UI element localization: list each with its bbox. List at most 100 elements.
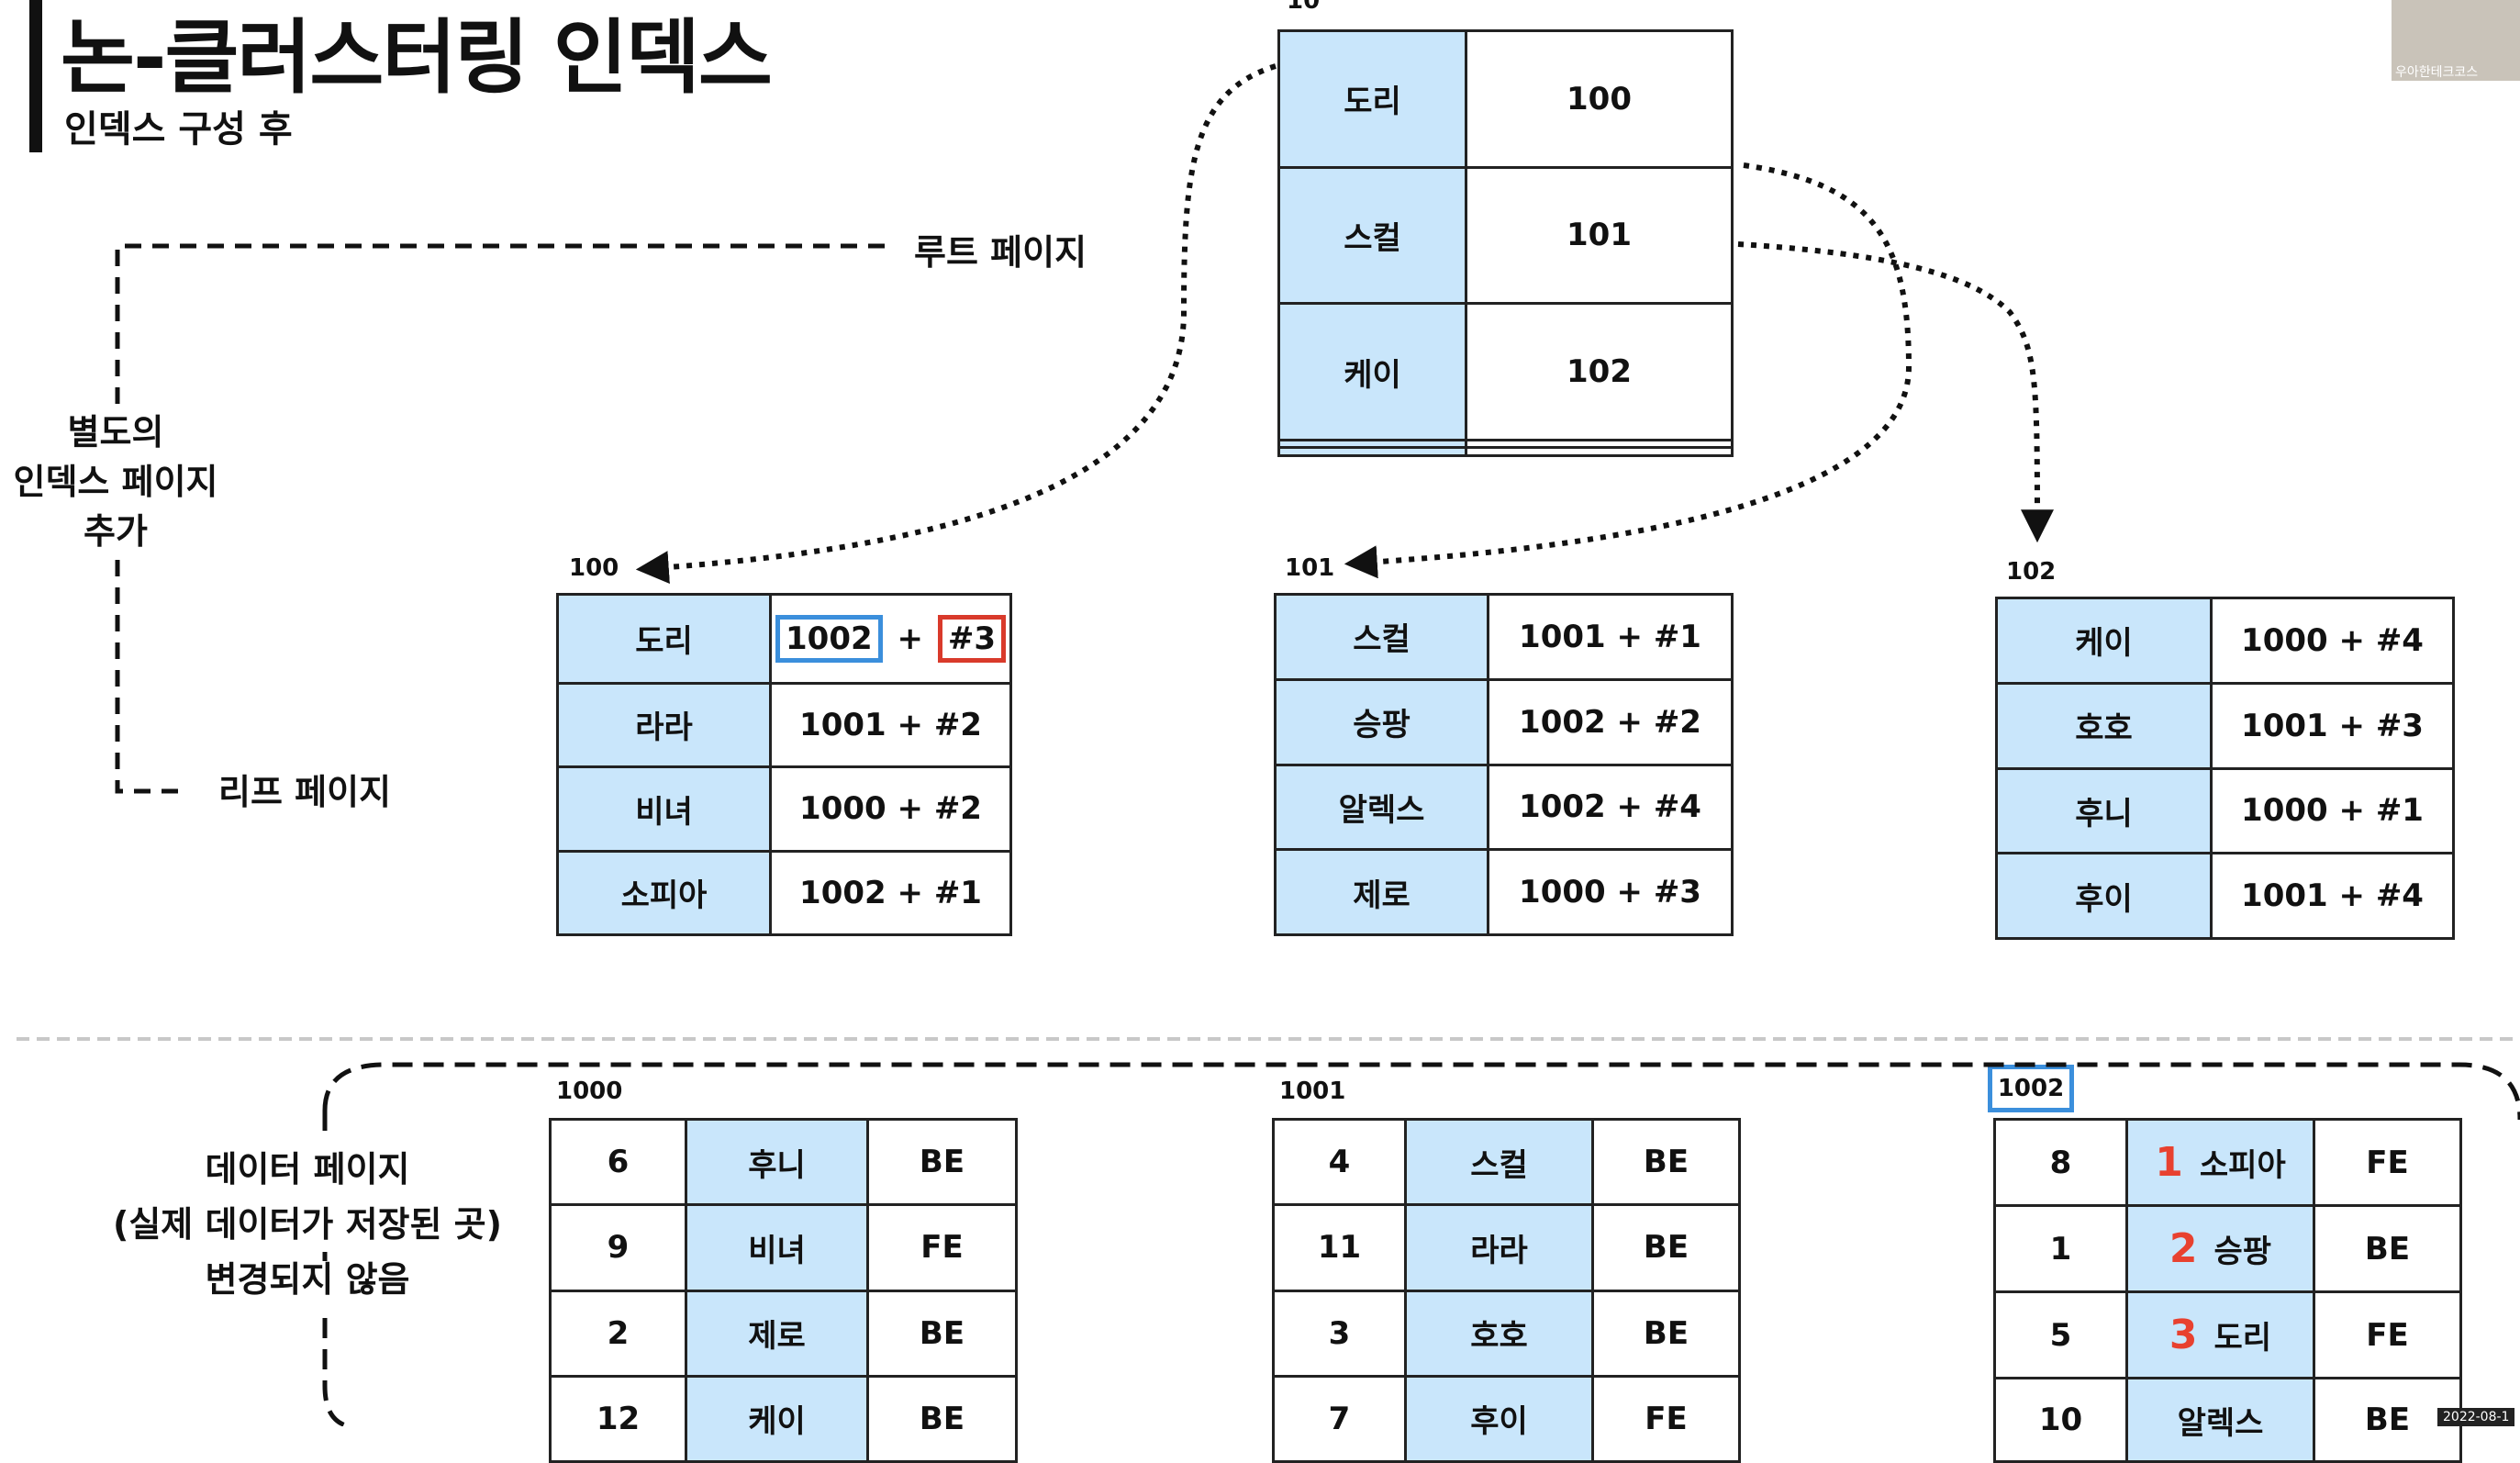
presenter-channel-label: 우아한테크코스 — [2395, 65, 2479, 80]
separate-index-label-line1: 별도의 — [67, 412, 164, 452]
page-pointer-cell: 102 — [1465, 302, 1734, 441]
arrow-root-to-leaf-101 — [1344, 162, 1912, 579]
row-reference-cell: 1000 + #4 — [2210, 597, 2455, 685]
leaf-page-label: 리프 페이지 — [218, 772, 392, 812]
row-reference-cell: 1001 + #1 — [1487, 593, 1734, 681]
name-cell: 호호 — [1404, 1289, 1594, 1378]
root-page-bracket — [115, 243, 885, 404]
name-cell: 후니 — [685, 1117, 869, 1207]
name-text: 승팡 — [2213, 1234, 2272, 1271]
row-id-cell: 9 — [549, 1203, 687, 1292]
index-key-cell: 소피아 — [556, 849, 772, 937]
row-reference-cell: 1000 + #3 — [1487, 848, 1734, 936]
index-key-cell: 도리 — [1277, 29, 1467, 169]
table-row — [1277, 438, 1734, 450]
diagram-connectors — [17, 63, 2520, 1426]
row-reference-cell: 1002 + #4 — [1487, 763, 1734, 852]
row-reference-cell: 1000 + #1 — [2210, 766, 2455, 855]
index-key-cell: 후니 — [1995, 766, 2213, 855]
row-id-cell: 3 — [1272, 1289, 1407, 1378]
separate-index-label-line3: 추가 — [84, 511, 148, 552]
index-key-cell: 도리 — [556, 593, 772, 685]
data-pages-bracket-left — [322, 1111, 350, 1426]
row-id-cell: 2 — [549, 1289, 687, 1378]
index-key-cell: 케이 — [1995, 597, 2213, 685]
index-key-cell: 스컬 — [1277, 165, 1467, 306]
leaf-page-number-100: 100 — [569, 554, 619, 582]
root-page-number: 10 — [1287, 0, 1321, 15]
row-id-cell: 5 — [1993, 1290, 2128, 1380]
access-order-number: 3 — [2169, 1312, 2198, 1359]
data-page-label-line3: 변경되지 않음 — [205, 1259, 410, 1300]
page-pointer-cell: 101 — [1465, 165, 1734, 306]
name-cell: 1 소피아 — [2125, 1117, 2315, 1208]
page-pointer-cell: 100 — [1465, 29, 1734, 169]
name-cell: 비녀 — [685, 1203, 869, 1292]
index-key-cell: 케이 — [1277, 302, 1467, 441]
arrow-root-to-leaf-100 — [635, 63, 1277, 585]
page-pointer-cell — [1465, 438, 1734, 450]
index-key-cell: 비녀 — [556, 765, 772, 853]
name-cell: 스컬 — [1404, 1117, 1594, 1207]
index-key-cell: 알렉스 — [1274, 763, 1489, 852]
presenter-video-thumbnail — [2392, 0, 2520, 81]
data-page-number-1001: 1001 — [1279, 1078, 1346, 1105]
row-reference-cell: 1001 + #3 — [2210, 681, 2455, 770]
data-page-label-line2: (실제 데이터가 저장된 곳) — [112, 1204, 503, 1245]
leaf-page-bracket — [115, 560, 189, 794]
data-page-label: 데이터 페이지 (실제 데이터가 저장된 곳) 변경되지 않음 — [92, 1142, 523, 1307]
recording-date: 2022-08-1 — [2437, 1408, 2515, 1426]
leaf-page-number-102: 102 — [2006, 558, 2057, 586]
access-order-number: 1 — [2155, 1139, 2183, 1187]
data-page-label-line1: 데이터 페이지 — [205, 1149, 410, 1189]
team-cell: FE — [2313, 1117, 2462, 1208]
row-reference-cell: 1002 + #3 — [769, 593, 1012, 685]
name-cell: 제로 — [685, 1289, 869, 1378]
index-key-cell — [1277, 446, 1467, 457]
data-pages-bracket — [322, 1062, 2520, 1121]
separate-index-label-line2: 인덱스 페이지 — [13, 462, 218, 502]
team-cell: BE — [866, 1117, 1018, 1207]
highlighted-slot-number: #3 — [937, 614, 1006, 663]
index-key-cell: 후이 — [1995, 852, 2213, 940]
separate-index-label: 별도의 인덱스 페이지 추가 — [0, 408, 231, 556]
page-subtitle: 인덱스 구성 후 — [64, 108, 293, 151]
title-accent-bar — [29, 0, 42, 152]
team-cell: BE — [866, 1289, 1018, 1378]
row-id-cell: 8 — [1993, 1117, 2128, 1208]
team-cell: BE — [1591, 1117, 1741, 1207]
row-id-cell: 11 — [1272, 1203, 1407, 1292]
team-cell: FE — [2313, 1290, 2462, 1380]
name-text: 소피아 — [2199, 1147, 2286, 1185]
index-key-cell — [1277, 438, 1467, 450]
index-key-cell: 제로 — [1274, 848, 1489, 936]
